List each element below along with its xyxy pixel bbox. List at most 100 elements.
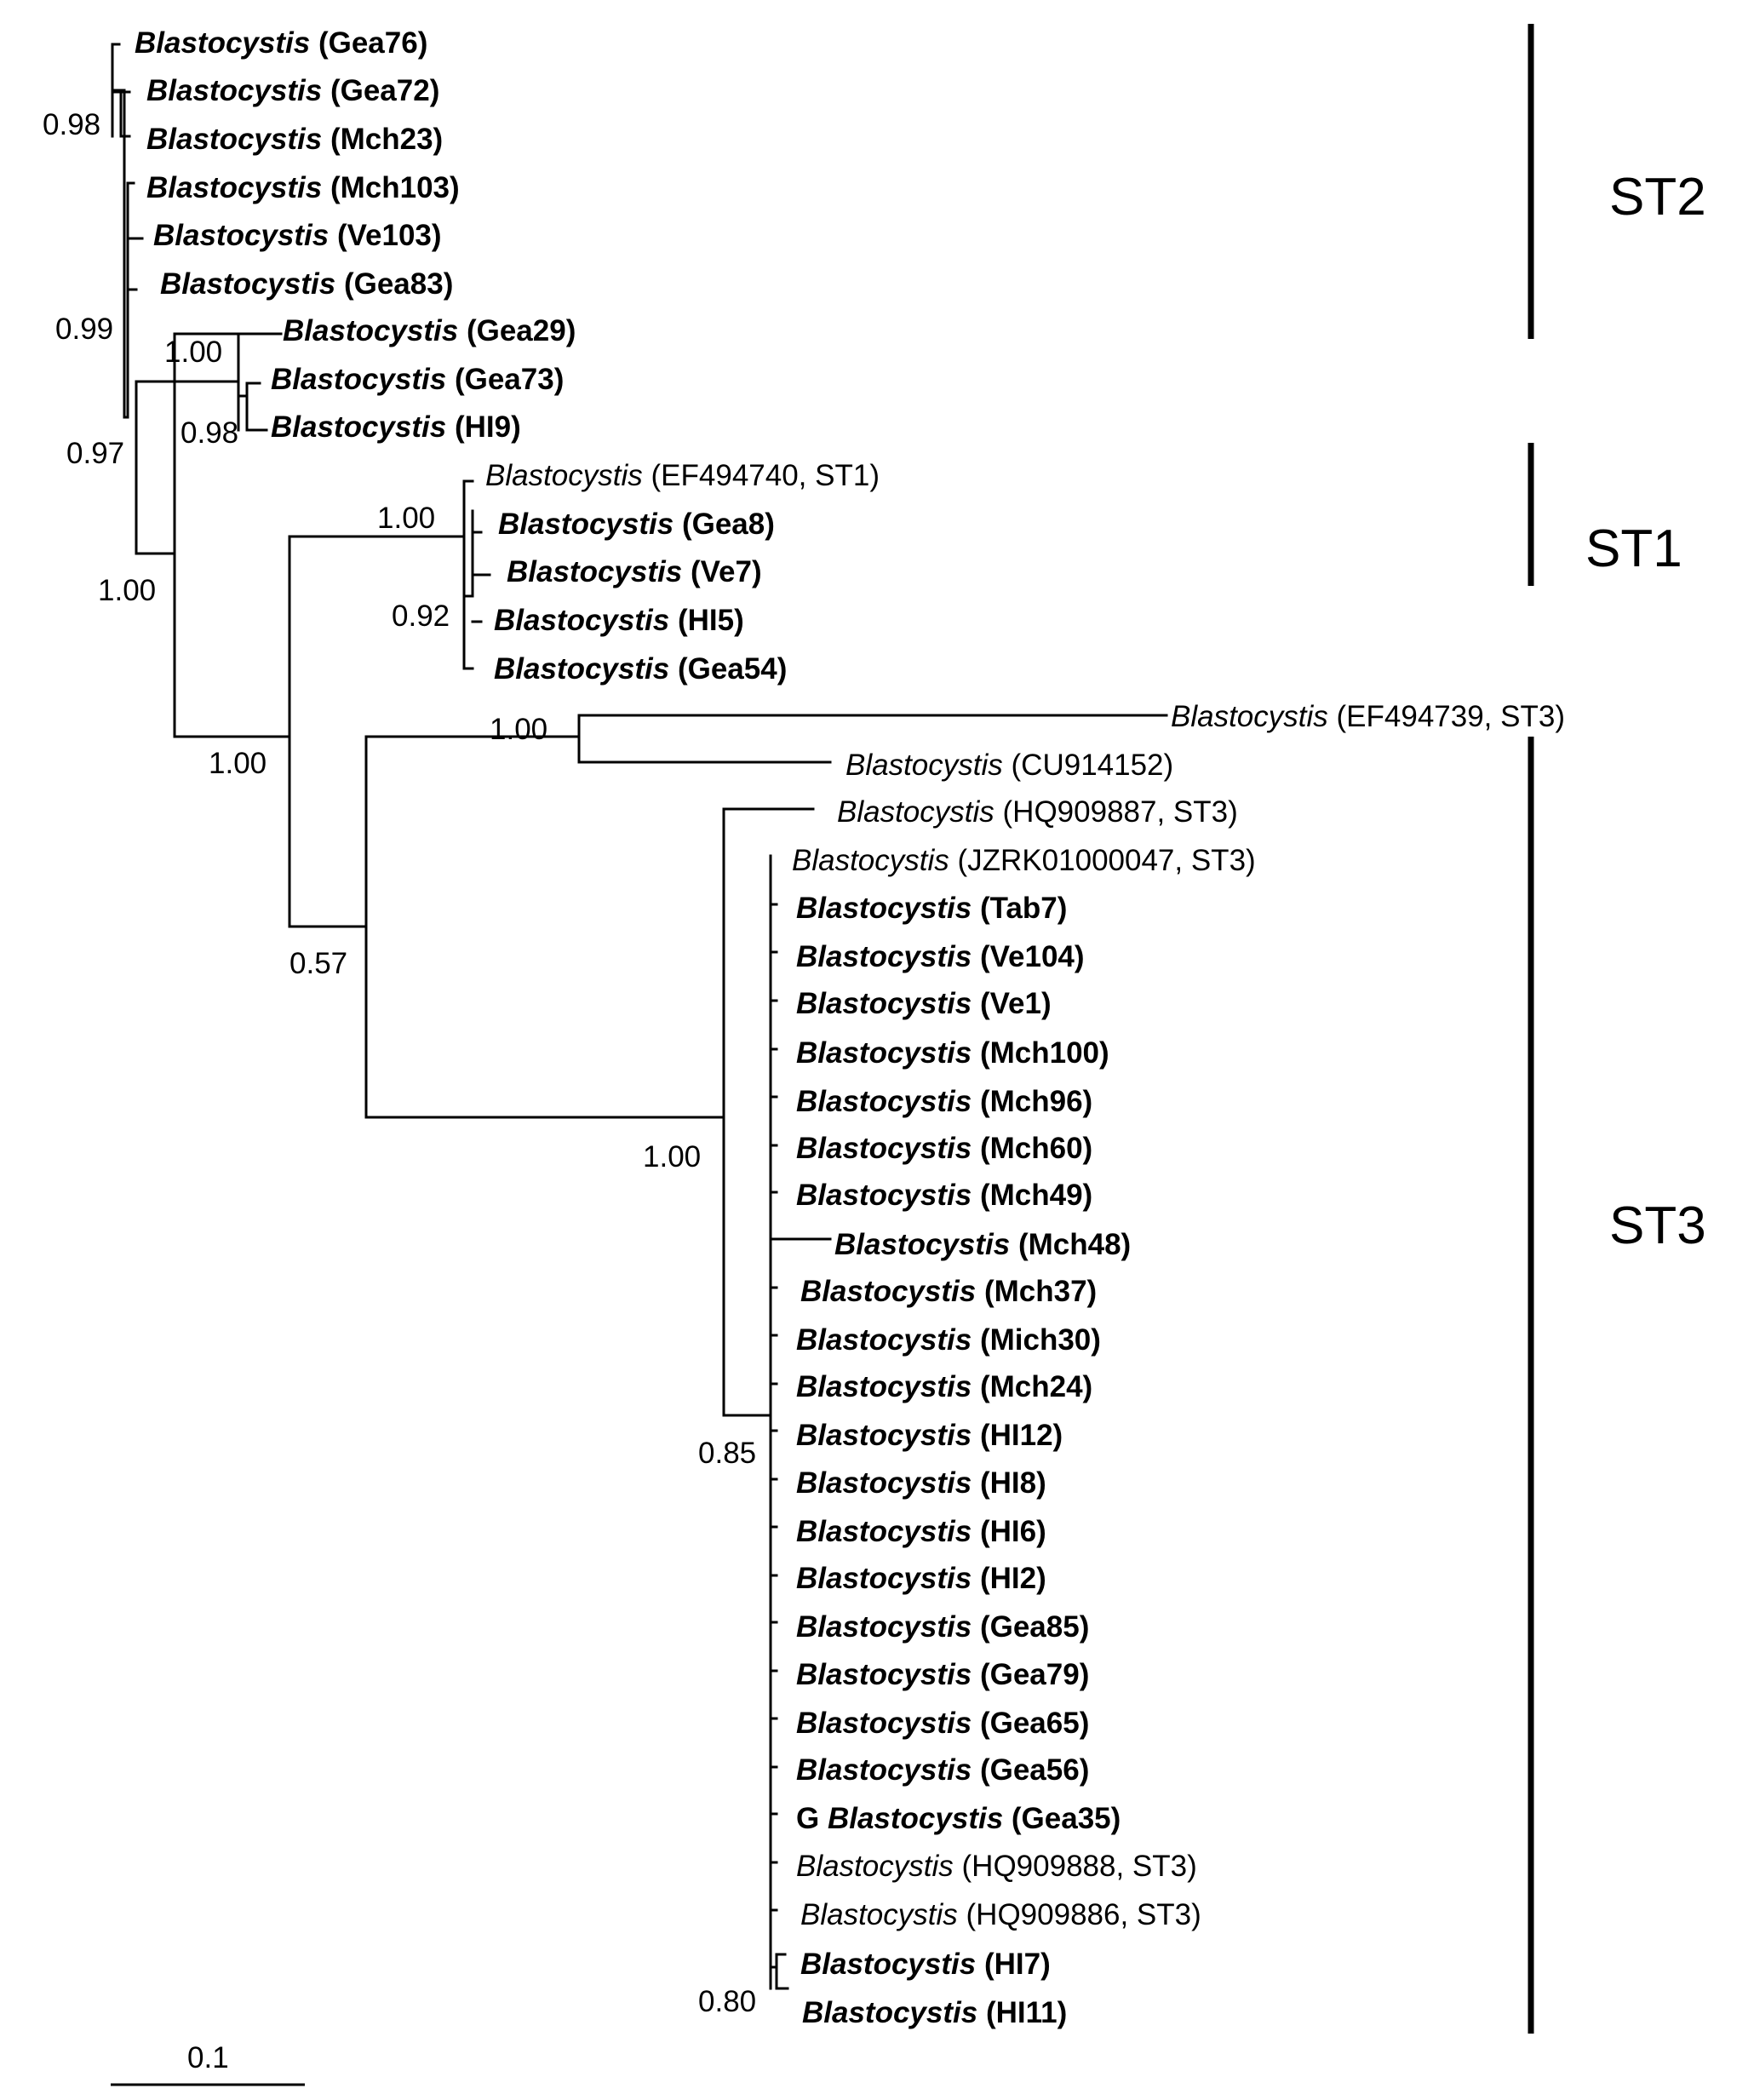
taxon-genus: Blastocystis xyxy=(796,1466,972,1500)
taxon-id: (Mch49) xyxy=(980,1179,1092,1212)
taxon-genus: Blastocystis xyxy=(507,555,682,588)
taxon-genus: Blastocystis xyxy=(828,1802,1003,1835)
taxon-genus: Blastocystis xyxy=(837,795,995,829)
taxon-label: Blastocystis (HI2) xyxy=(796,1562,1046,1595)
taxon-genus: Blastocystis xyxy=(146,123,322,156)
taxon-genus: Blastocystis xyxy=(796,1515,972,1548)
taxon-genus: Blastocystis xyxy=(796,987,972,1020)
taxon-genus: Blastocystis xyxy=(802,1996,977,2029)
taxon-label: Blastocystis (Gea29) xyxy=(283,314,576,347)
taxon-label: Blastocystis (Gea56) xyxy=(796,1753,1089,1787)
taxon-genus: Blastocystis xyxy=(800,1275,976,1308)
taxon-genus: Blastocystis xyxy=(800,1898,958,1931)
taxon-id: (JZRK01000047, ST3) xyxy=(958,844,1256,877)
taxon-id: (Gea54) xyxy=(678,652,787,686)
taxon-label: Blastocystis (Gea79) xyxy=(796,1658,1089,1691)
taxon-label: Blastocystis (Mch96) xyxy=(796,1085,1092,1118)
subtype-groups: ST2 ST1 ST3 xyxy=(1528,24,1706,2034)
support-value: 1.00 xyxy=(164,336,222,369)
taxon-label: Blastocystis (Gea76) xyxy=(135,26,427,60)
taxon-label: Blastocystis (Gea73) xyxy=(271,363,564,396)
taxon-label: Blastocystis (Mch49) xyxy=(796,1179,1092,1212)
tip-stubs xyxy=(769,903,778,1912)
taxon-label: Blastocystis (Mch60) xyxy=(796,1132,1092,1165)
taxon-id: (Tab7) xyxy=(980,892,1067,925)
st1-label: ST1 xyxy=(1585,519,1682,578)
taxon-id: (Mch60) xyxy=(980,1132,1092,1165)
taxon-genus: Blastocystis xyxy=(796,892,972,925)
taxon-label: Blastocystis (HI7) xyxy=(800,1948,1051,1981)
support-value: 1.00 xyxy=(377,502,435,535)
taxon-id: (Gea35) xyxy=(1012,1802,1121,1835)
taxon-label: Blastocystis (CU914152) xyxy=(845,749,1173,782)
st2-label: ST2 xyxy=(1609,168,1706,227)
taxon-id: (Gea73) xyxy=(455,363,564,396)
taxon-id: (EF494740, ST1) xyxy=(651,459,880,492)
taxon-genus: Blastocystis xyxy=(796,1419,972,1452)
support-value: 0.98 xyxy=(181,416,238,450)
taxon-id: (HI2) xyxy=(980,1562,1046,1595)
st3-label: ST3 xyxy=(1609,1196,1706,1255)
taxon-id: (HI7) xyxy=(984,1948,1051,1981)
taxon-id: (Gea72) xyxy=(330,74,439,107)
taxon-genus: Blastocystis xyxy=(845,749,1003,782)
taxon-label: Blastocystis (HI8) xyxy=(796,1466,1046,1500)
taxon-id: (Gea8) xyxy=(682,508,775,541)
taxon-id: (HI11) xyxy=(986,1996,1067,2029)
taxon-genus: Blastocystis xyxy=(796,940,972,973)
taxon-genus: Blastocystis xyxy=(153,219,329,252)
taxon-genus: Blastocystis xyxy=(796,1850,954,1883)
taxon-label: Blastocystis (HI5) xyxy=(494,604,744,637)
taxon-id: (HI8) xyxy=(980,1466,1046,1500)
taxon-label: Blastocystis (Mch24) xyxy=(796,1370,1092,1403)
taxon-id: (Mich30) xyxy=(980,1323,1101,1357)
taxon-id: (HI6) xyxy=(980,1515,1046,1548)
taxon-id: (HQ909888, ST3) xyxy=(962,1850,1197,1883)
taxon-id: (Gea56) xyxy=(980,1753,1089,1787)
taxon-label: G Blastocystis (Gea35) xyxy=(796,1802,1121,1835)
taxon-id: (HQ909886, ST3) xyxy=(966,1898,1201,1931)
taxon-label: Blastocystis (HI6) xyxy=(796,1515,1046,1548)
tree-branches xyxy=(111,43,1168,1990)
taxon-id: (CU914152) xyxy=(1012,749,1174,782)
support-value: 1.00 xyxy=(209,747,267,780)
taxon-id: (Mch96) xyxy=(980,1085,1092,1118)
taxon-label: Blastocystis (Gea54) xyxy=(494,652,787,686)
taxon-genus: Blastocystis xyxy=(271,410,446,444)
taxon-id: (HI12) xyxy=(980,1419,1063,1452)
taxon-id: (Ve7) xyxy=(691,555,762,588)
taxon-id: (Mch23) xyxy=(330,123,443,156)
taxon-label: Blastocystis (EF494739, ST3) xyxy=(1171,700,1565,733)
taxon-prefix: G xyxy=(796,1802,828,1835)
taxon-label: Blastocystis (HQ909887, ST3) xyxy=(837,795,1238,829)
support-value: 0.57 xyxy=(289,947,347,980)
taxon-id: (Mch48) xyxy=(1018,1228,1131,1261)
taxon-id: (Mch100) xyxy=(980,1036,1109,1070)
taxon-genus: Blastocystis xyxy=(494,604,669,637)
taxon-id: (Mch103) xyxy=(330,171,460,204)
taxon-genus: Blastocystis xyxy=(146,74,322,107)
taxon-id: (Ve103) xyxy=(337,219,442,252)
taxon-genus: Blastocystis xyxy=(796,1036,972,1070)
taxon-label: Blastocystis (JZRK01000047, ST3) xyxy=(792,844,1256,877)
scale-bar: 0.1 xyxy=(111,2041,305,2086)
taxon-id: (Gea76) xyxy=(318,26,427,60)
taxon-label: Blastocystis (Mch48) xyxy=(834,1228,1131,1261)
taxon-genus: Blastocystis xyxy=(796,1323,972,1357)
taxon-id: (Ve1) xyxy=(980,987,1052,1020)
taxon-labels: Blastocystis (Gea76) Blastocystis (Gea72)… xyxy=(135,26,1565,2029)
taxon-genus: Blastocystis xyxy=(271,363,446,396)
taxon-genus: Blastocystis xyxy=(485,459,643,492)
support-value: 1.00 xyxy=(490,713,547,746)
taxon-id: (Gea29) xyxy=(467,314,576,347)
taxon-label: Blastocystis (HQ909888, ST3) xyxy=(796,1850,1197,1883)
taxon-id: (Mch24) xyxy=(980,1370,1092,1403)
taxon-label: Blastocystis (Gea72) xyxy=(146,74,439,107)
taxon-genus: Blastocystis xyxy=(796,1658,972,1691)
taxon-label: Blastocystis (Mch103) xyxy=(146,171,460,204)
taxon-label: Blastocystis (HI11) xyxy=(802,1996,1067,2029)
taxon-id: (Mch37) xyxy=(984,1275,1097,1308)
taxon-id: (HQ909887, ST3) xyxy=(1003,795,1238,829)
taxon-label: Blastocystis (Mch100) xyxy=(796,1036,1109,1070)
taxon-label: Blastocystis (Ve104) xyxy=(796,940,1085,973)
